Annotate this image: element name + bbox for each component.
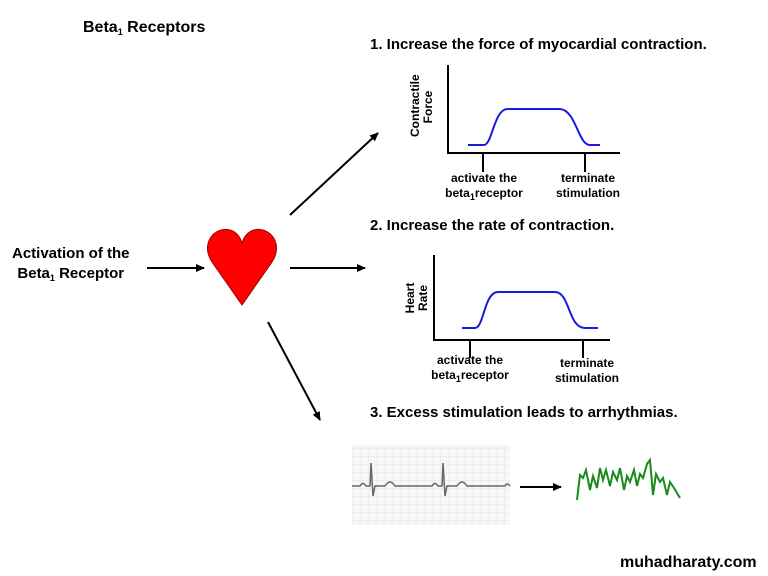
effect-3-heading: 3. Excess stimulation leads to arrhythmi… (370, 404, 678, 421)
heart-icon (207, 228, 277, 306)
rate-axes (433, 255, 610, 341)
arrow-to-arrhythmia (267, 321, 321, 421)
rate-curve (462, 291, 598, 329)
page-title: Beta1 Receptors (83, 19, 206, 37)
force-axes (447, 65, 620, 154)
effect-1-heading: 1. Increase the force of myocardial cont… (370, 36, 707, 53)
force-curve (468, 108, 600, 146)
ecg-trace (352, 462, 511, 497)
normal-ecg (352, 445, 511, 525)
activation-label: Activation of the Beta1 Receptor (12, 245, 130, 283)
effect-2-heading: 2. Increase the rate of contraction. (370, 217, 615, 234)
watermark: muhadharaty.com (620, 554, 757, 571)
rate-graph (433, 255, 610, 358)
force-graph (447, 65, 620, 172)
arrow-to-force (289, 132, 379, 216)
fibrillation-trace (576, 457, 681, 501)
